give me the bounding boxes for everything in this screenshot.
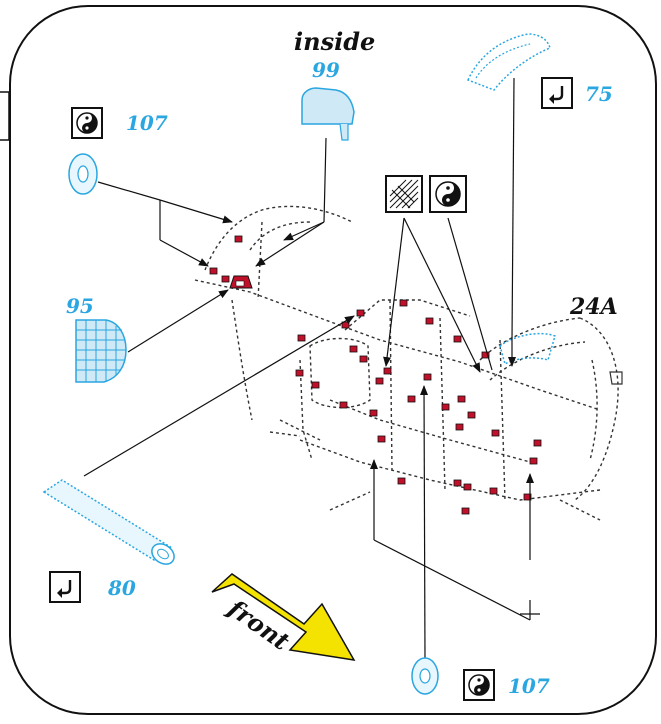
- diagram-frame: [9, 5, 657, 715]
- part-75-label: 75: [585, 82, 613, 106]
- rivet: [423, 373, 432, 381]
- page-tab-mark: [0, 91, 10, 141]
- paint-icon-top: [71, 107, 103, 139]
- small-panel: [609, 371, 623, 385]
- rivet: [533, 439, 542, 447]
- rivet: [349, 345, 358, 353]
- inside-label: inside: [294, 27, 376, 56]
- rivet: [295, 369, 304, 377]
- rivet: [523, 493, 532, 501]
- rivet: [529, 457, 538, 465]
- part-80-label: 80: [108, 576, 136, 600]
- rivet: [481, 351, 490, 359]
- bend-icon-top: [541, 77, 573, 109]
- rivet: [375, 377, 384, 385]
- rivet-group: [209, 235, 542, 515]
- part-99-label: 99: [312, 58, 340, 82]
- rivet: [453, 335, 462, 343]
- part-95-shape: [75, 319, 127, 383]
- rivet: [457, 395, 466, 403]
- rivet: [453, 479, 462, 487]
- rivet: [441, 403, 450, 411]
- part-95-grid: [76, 320, 126, 382]
- rivet: [425, 317, 434, 325]
- rivet: [455, 423, 464, 431]
- rivet: [221, 275, 230, 283]
- rivet: [359, 355, 368, 363]
- part-80-tube: [42, 479, 175, 565]
- rivet: [491, 429, 500, 437]
- rivet: [311, 381, 320, 389]
- mesh-icon: [385, 175, 423, 213]
- bend-icon-bottom: [49, 571, 81, 603]
- rivet: [463, 483, 472, 491]
- rivet: [369, 409, 378, 417]
- front-arrow-shape: [211, 573, 356, 661]
- rivet: [399, 299, 408, 307]
- section-24a-label: 24A: [570, 294, 618, 320]
- paint-icon-mid: [429, 175, 467, 213]
- rivet: [489, 487, 498, 495]
- canopy-part-outline: [499, 332, 556, 366]
- paint-icon-bottom: [463, 669, 495, 701]
- rivet: [297, 334, 306, 342]
- rivet: [383, 367, 392, 375]
- leader-lines: [83, 77, 540, 661]
- rivet: [461, 507, 470, 515]
- rivet: [209, 267, 218, 275]
- part-107-top-label: 107: [126, 111, 168, 135]
- rivet: [234, 235, 243, 243]
- rivet: [356, 309, 365, 317]
- fuselage-outline: [194, 205, 619, 521]
- part-99-shape: [301, 87, 355, 125]
- rivet: [339, 401, 348, 409]
- part-75-shape: [466, 33, 551, 91]
- part-95-label: 95: [66, 294, 94, 318]
- rivet: [467, 411, 476, 419]
- rivet: [407, 395, 416, 403]
- rivet: [397, 477, 406, 485]
- rivet: [377, 435, 386, 443]
- part-107-bottom-label: 107: [508, 674, 550, 698]
